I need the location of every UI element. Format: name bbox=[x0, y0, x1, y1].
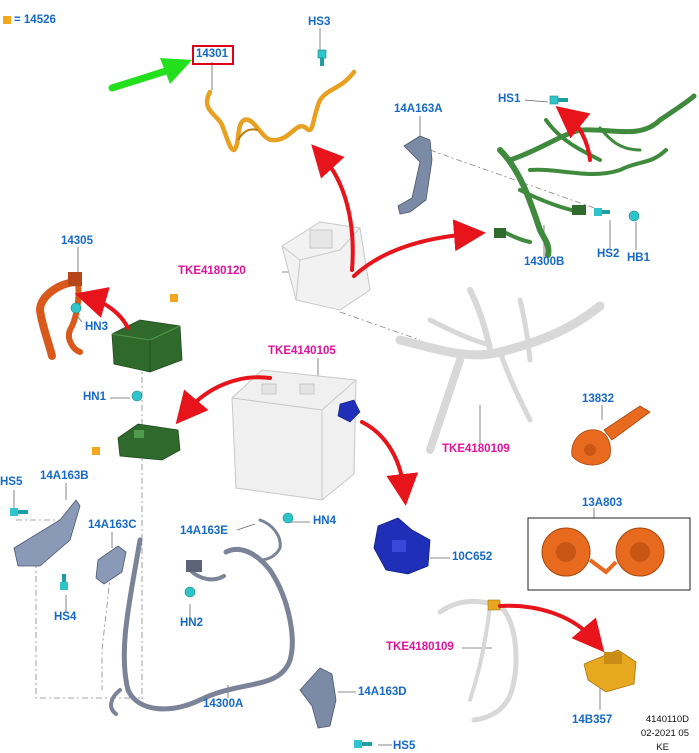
junction-box-upper bbox=[111, 319, 183, 373]
part-14526-marker-upper bbox=[170, 294, 178, 302]
label-tke4180120[interactable]: TKE4180120 bbox=[178, 265, 246, 277]
label-10c652[interactable]: 10C652 bbox=[452, 551, 493, 563]
label-hn2[interactable]: HN2 bbox=[180, 617, 204, 629]
label-14a163a[interactable]: 14A163A bbox=[394, 103, 443, 115]
label-hs4[interactable]: HS4 bbox=[54, 611, 77, 623]
drawing-author: KE bbox=[656, 742, 669, 753]
bolt-hs2-icon bbox=[594, 208, 610, 216]
drawing-date: 02-2021 05 bbox=[640, 728, 689, 739]
label-hn3[interactable]: HN3 bbox=[85, 321, 109, 333]
label-14a163b[interactable]: 14A163B bbox=[40, 470, 89, 482]
label-13832[interactable]: 13832 bbox=[582, 393, 614, 405]
assembly-dash-lines bbox=[16, 149, 601, 700]
bracket-14a163a bbox=[397, 135, 433, 215]
label-tke4180109-top[interactable]: TKE4180109 bbox=[442, 443, 510, 455]
bolt-hs4-icon bbox=[60, 574, 68, 590]
nut-hn3-icon bbox=[70, 302, 82, 314]
label-hs3[interactable]: HS3 bbox=[308, 16, 331, 28]
horn-set-13a803 bbox=[527, 517, 691, 591]
bolt-hb1-icon bbox=[628, 210, 640, 222]
label-hs1[interactable]: HS1 bbox=[498, 93, 521, 105]
drawing-number: 4140110D bbox=[645, 714, 689, 725]
fuse-box-tke4180120 bbox=[281, 221, 371, 311]
label-hn1[interactable]: HN1 bbox=[83, 391, 107, 403]
legend-swatch bbox=[3, 16, 11, 24]
sensor-14b357 bbox=[583, 649, 637, 693]
bracket-14a163b bbox=[13, 499, 81, 567]
harness-tke4180109-lower bbox=[437, 598, 519, 723]
label-hn4[interactable]: HN4 bbox=[313, 515, 337, 527]
label-hs5-upper[interactable]: HS5 bbox=[0, 476, 23, 488]
legend-text: = 14526 bbox=[14, 14, 56, 26]
cable-14305 bbox=[35, 272, 83, 360]
label-tke4140105[interactable]: TKE4140105 bbox=[268, 345, 336, 357]
sensor-connector-yellow bbox=[487, 599, 501, 611]
harness-tke4180109-top bbox=[395, 287, 605, 454]
bracket-14a163d bbox=[299, 667, 337, 729]
nut-hn4-icon bbox=[282, 512, 294, 524]
label-hs2[interactable]: HS2 bbox=[597, 248, 620, 260]
label-14b357[interactable]: 14B357 bbox=[572, 714, 613, 726]
label-14300a[interactable]: 14300A bbox=[203, 698, 244, 710]
label-14a163c[interactable]: 14A163C bbox=[88, 519, 137, 531]
label-14300b[interactable]: 14300B bbox=[524, 256, 565, 268]
battery-tke4140105 bbox=[231, 369, 357, 501]
horn-13832 bbox=[571, 405, 651, 466]
battery-terminal-icon bbox=[337, 399, 361, 423]
harness-14300b bbox=[494, 93, 697, 258]
red-arrows bbox=[74, 105, 605, 653]
label-14301[interactable]: 14301 bbox=[196, 48, 228, 60]
highlight-box-14301 bbox=[192, 45, 234, 65]
label-13a803[interactable]: 13A803 bbox=[582, 497, 623, 509]
bracket-14a163c bbox=[95, 545, 127, 585]
nut-hn2-icon bbox=[184, 586, 196, 598]
label-14305[interactable]: 14305 bbox=[61, 235, 93, 247]
label-14a163d[interactable]: 14A163D bbox=[358, 686, 407, 698]
part-14526-marker-lower bbox=[92, 447, 100, 455]
label-tke4180109-lower[interactable]: TKE4180109 bbox=[386, 641, 454, 653]
junction-box-lower bbox=[117, 423, 181, 461]
harness-14300a bbox=[109, 518, 295, 716]
nut-hn1-icon bbox=[131, 390, 143, 402]
bolt-hs3-icon bbox=[317, 49, 327, 66]
bolt-hs5-upper-icon bbox=[10, 508, 28, 516]
cable-14301 bbox=[204, 69, 357, 153]
label-hs5-lower[interactable]: HS5 bbox=[393, 740, 416, 752]
label-14a163e[interactable]: 14A163E bbox=[180, 525, 228, 537]
bolt-hs5-lower-icon bbox=[354, 740, 372, 748]
label-hb1[interactable]: HB1 bbox=[627, 252, 651, 264]
battery-monitor-10c652 bbox=[373, 517, 431, 575]
bolt-hs1-icon bbox=[549, 95, 568, 105]
green-pointer-arrow bbox=[108, 58, 192, 92]
